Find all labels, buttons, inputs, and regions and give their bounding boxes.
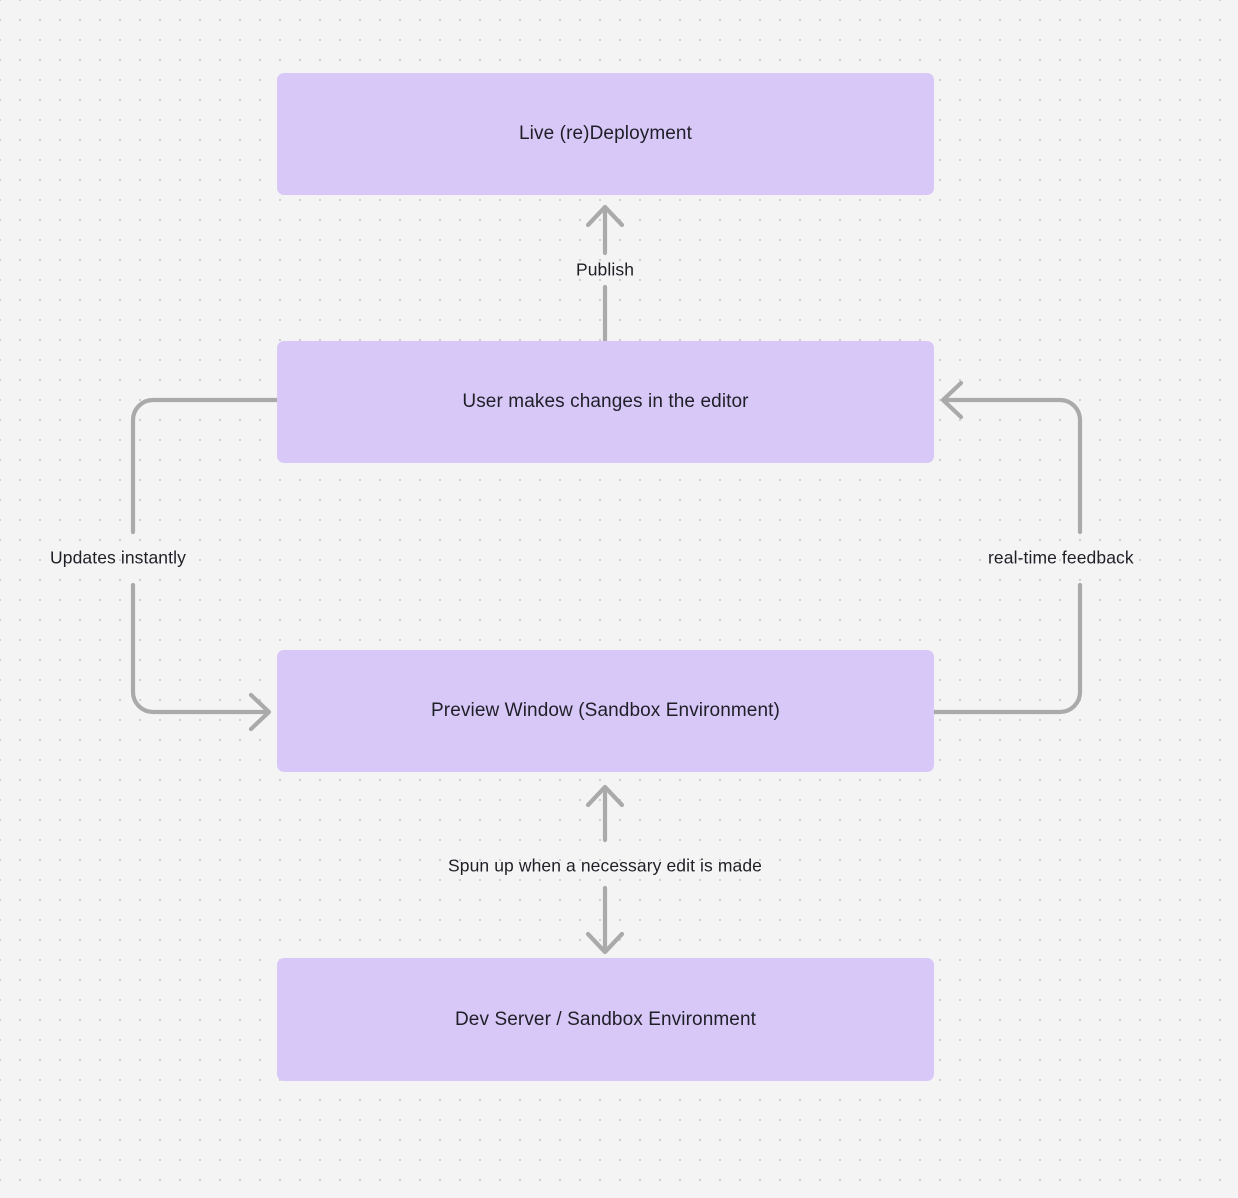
node-user-edits[interactable]: User makes changes in the editor bbox=[277, 341, 934, 463]
node-live-deployment-label: Live (re)Deployment bbox=[519, 123, 692, 145]
node-live-deployment[interactable]: Live (re)Deployment bbox=[277, 73, 934, 195]
node-user-edits-label: User makes changes in the editor bbox=[462, 391, 749, 413]
node-preview-window-label: Preview Window (Sandbox Environment) bbox=[431, 700, 780, 722]
node-dev-server-label: Dev Server / Sandbox Environment bbox=[454, 1008, 756, 1030]
edge-label-updates-instantly: Updates instantly bbox=[50, 547, 186, 568]
node-preview-window[interactable]: Preview Window (Sandbox Environment) bbox=[277, 650, 934, 772]
edge-label-real-time-feedback: real-time feedback bbox=[988, 547, 1134, 568]
edge-label-publish: Publish bbox=[575, 259, 635, 280]
edge-label-spun-up: Spun up when a necessary edit is made bbox=[447, 855, 763, 876]
node-dev-server[interactable]: Dev Server / Sandbox Environment bbox=[277, 958, 934, 1081]
